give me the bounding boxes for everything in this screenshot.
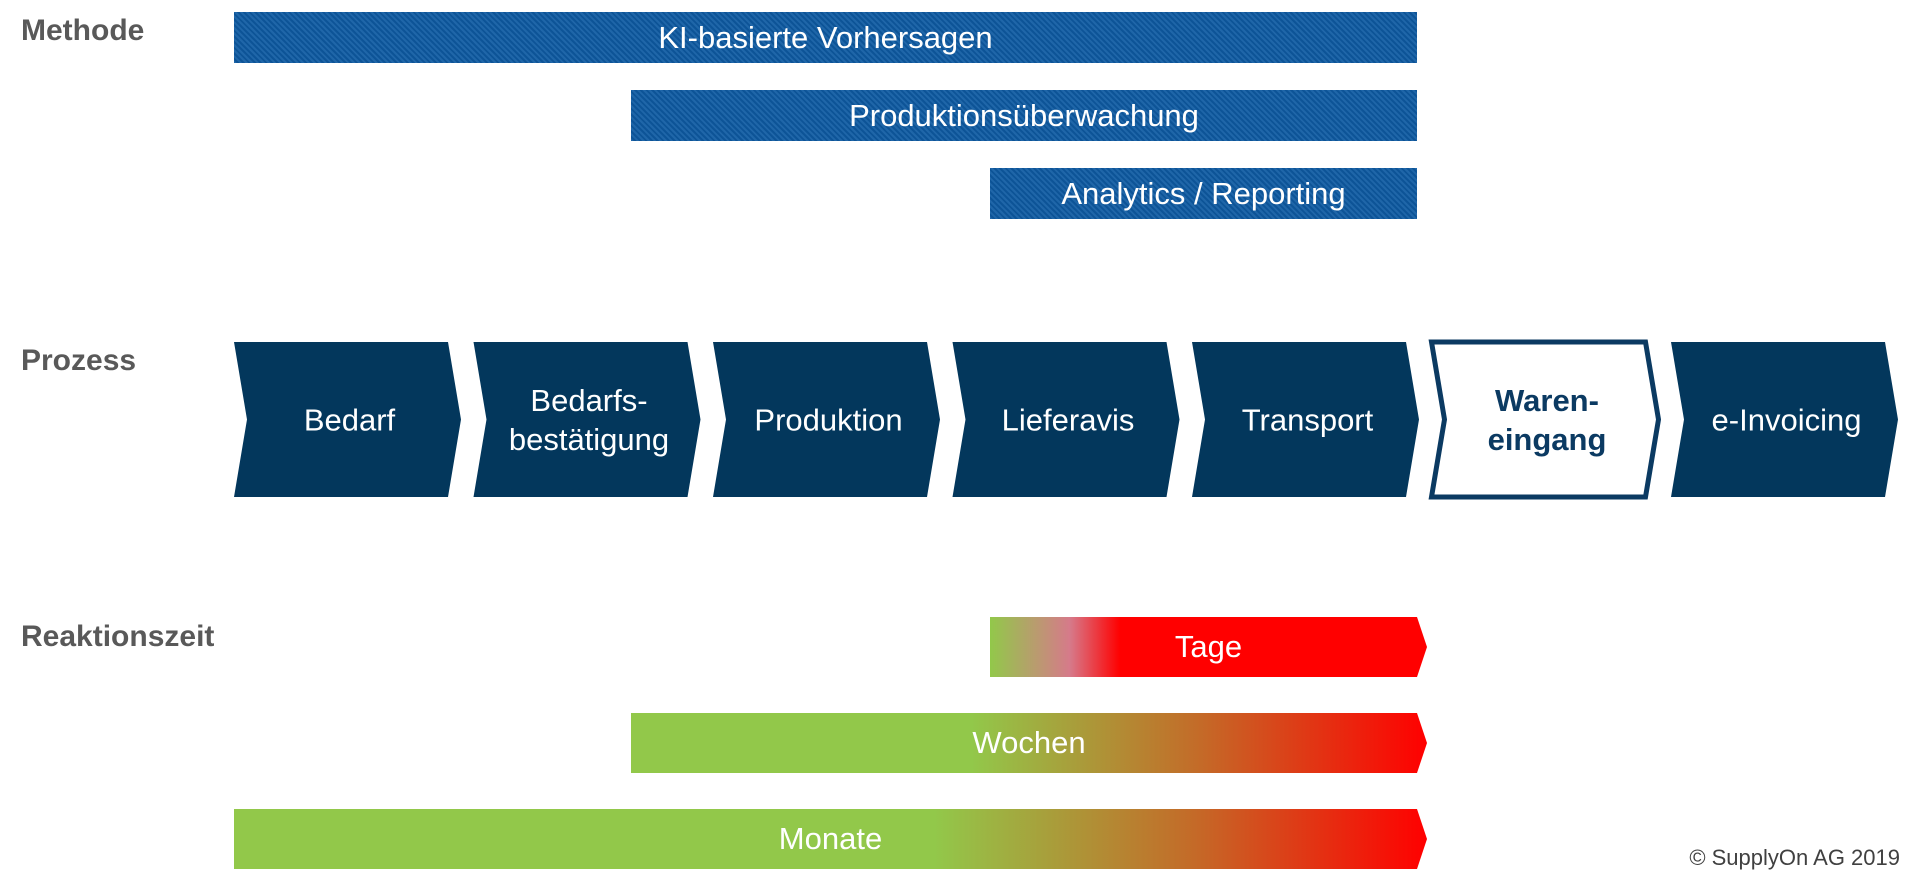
prozess-label: Prozess	[21, 344, 137, 377]
process-step-0-label: Bedarf	[304, 403, 396, 438]
reaktionszeit-bar-monate: Monate	[234, 809, 1427, 869]
process-step-1-label: bestätigung	[509, 422, 669, 457]
process-step-0	[234, 342, 461, 497]
method-bar-analytics: Analytics / Reporting	[990, 168, 1417, 219]
method-bar-produktionsueberwachung: Produktionsüberwachung	[631, 90, 1417, 141]
reaktionszeit-bar-tage: Tage	[990, 617, 1427, 677]
process-step-2	[713, 342, 940, 497]
process-step-1-label: Bedarfs-	[530, 383, 647, 418]
reaktionszeit-bar-wochen: Wochen	[631, 713, 1427, 773]
process-step-3-label: Lieferavis	[1002, 403, 1135, 438]
process-step-5-label: eingang	[1488, 422, 1607, 457]
method-bar-ki: KI-basierte Vorhersagen	[234, 12, 1417, 63]
process-step-4	[1192, 342, 1419, 497]
process-step-5	[1428, 339, 1662, 500]
process-step-2-label: Produktion	[754, 403, 902, 438]
process-step-3	[952, 342, 1180, 497]
process-step-6	[1671, 342, 1898, 497]
process-step-5-label: Waren-	[1495, 383, 1599, 418]
process-step-4-label: Transport	[1242, 403, 1374, 438]
methode-label: Methode	[21, 14, 145, 47]
process-step-1	[473, 342, 701, 497]
copyright-footer: © SupplyOn AG 2019	[1689, 845, 1900, 870]
process-step-6-label: e-Invoicing	[1712, 403, 1862, 438]
reaktionszeit-label: Reaktionszeit	[21, 620, 215, 653]
